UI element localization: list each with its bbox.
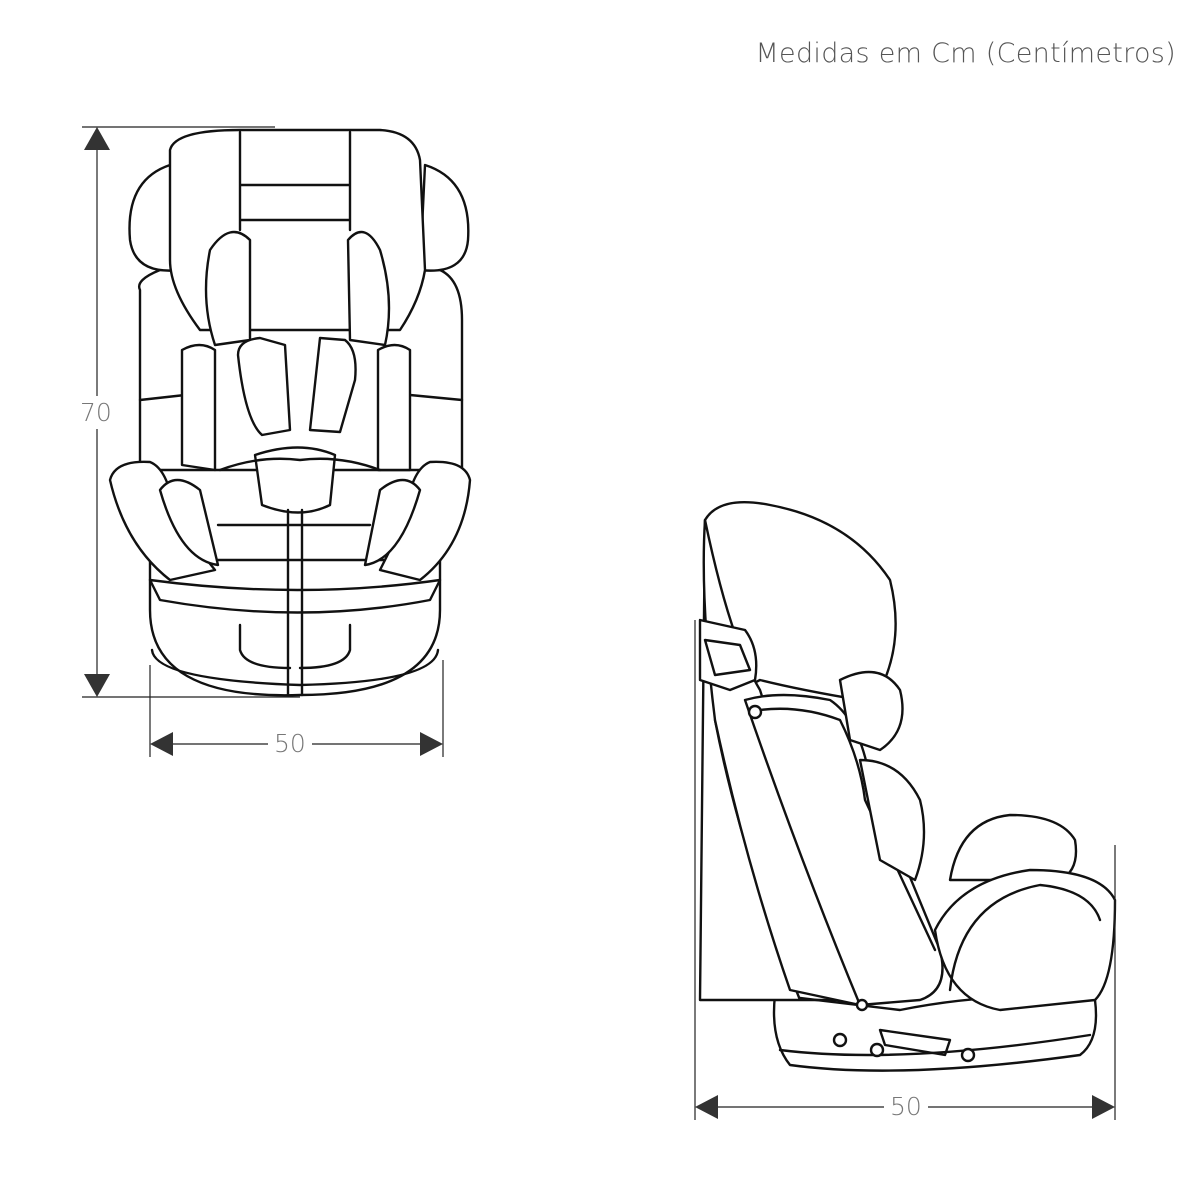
arrow-up-icon [84,127,110,150]
arrow-down-icon [84,674,110,697]
arrow-right-icon [1092,1095,1115,1119]
arrow-left-icon [150,732,173,756]
front-width-label: 50 [268,729,312,758]
side-view-seat [698,501,1117,1072]
arrow-left-icon [695,1095,718,1119]
front-view-seat [108,128,472,697]
units-note: Medidas em Cm (Centímetros) [755,38,1176,69]
arrow-right-icon [420,732,443,756]
front-height-label: 70 [76,396,116,429]
side-depth-label: 50 [884,1092,928,1121]
